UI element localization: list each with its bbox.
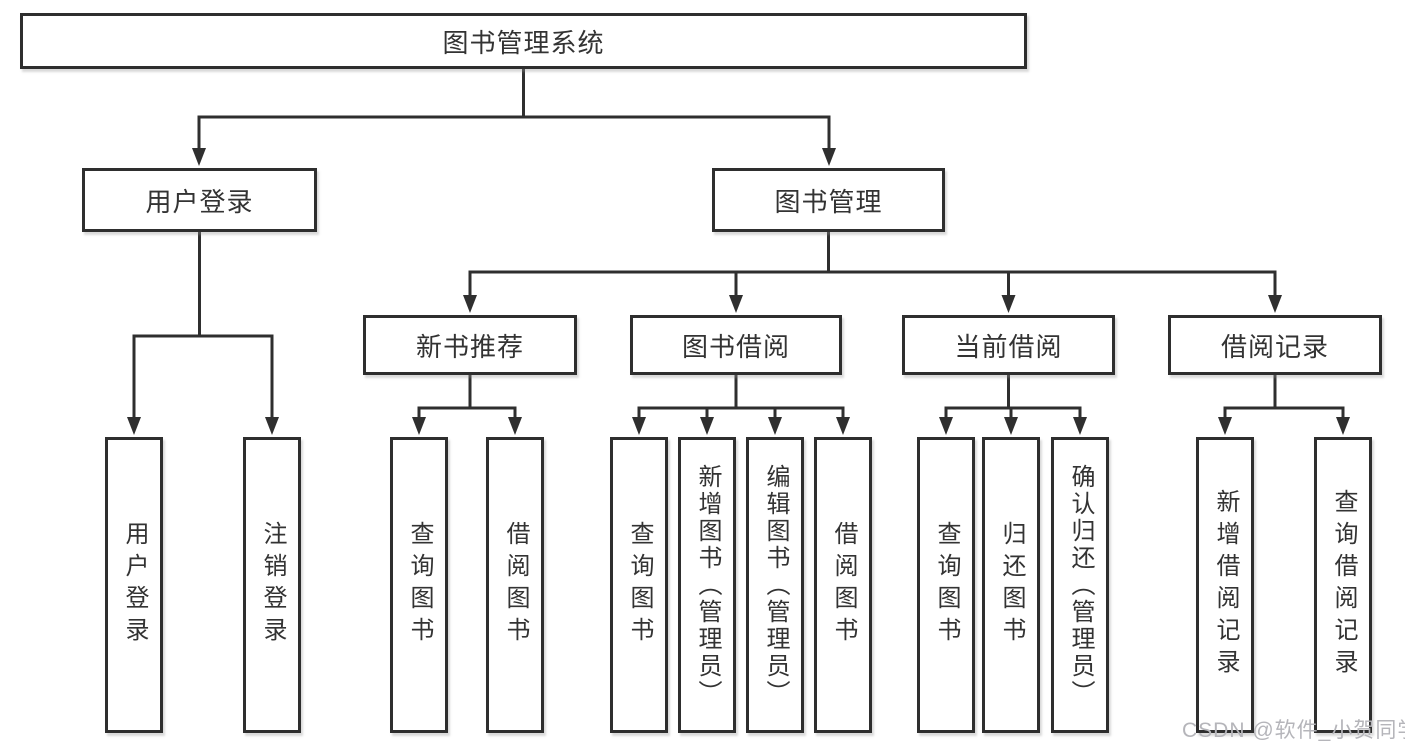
split-book-borrow — [632, 375, 850, 435]
node-root: 图书管理系统 — [20, 13, 1027, 69]
leaf-bb-edit-book-admin: 编辑图书（管理员） — [746, 437, 804, 733]
leaf-cb-confirm-return-admin: 确认归还（管理员） — [1051, 437, 1109, 733]
leaf-cb-return-books: 归还图书 — [982, 437, 1040, 733]
leaf-bb-query-books: 查询图书 — [610, 437, 668, 733]
split-book-management-branch — [463, 232, 1282, 313]
leaf-cb-query-books: 查询图书 — [917, 437, 975, 733]
split-new-book-recommend — [412, 375, 522, 435]
split-borrow-records — [1218, 375, 1350, 435]
leaf-bb-borrow-books: 借阅图书 — [814, 437, 872, 733]
split-current-borrow — [939, 375, 1087, 435]
leaf-user-login: 用户登录 — [105, 437, 163, 733]
leaf-bb-add-book-admin: 新增图书（管理员） — [678, 437, 736, 733]
watermark: CSDN @软件_小贺同学 — [1182, 719, 1405, 742]
node-book-management: 图书管理 — [712, 168, 945, 232]
split-root-to-level1 — [192, 69, 836, 166]
node-user-login: 用户登录 — [82, 168, 317, 232]
node-book-borrow: 图书借阅 — [630, 315, 842, 375]
leaf-nb-borrow-books: 借阅图书 — [486, 437, 544, 733]
split-user-login-branch — [127, 232, 279, 435]
node-borrow-records: 借阅记录 — [1168, 315, 1382, 375]
node-new-book-recommend: 新书推荐 — [363, 315, 577, 375]
leaf-nb-query-books: 查询图书 — [390, 437, 448, 733]
leaf-br-query-borrow-record: 查询借阅记录 — [1314, 437, 1372, 733]
node-current-borrow: 当前借阅 — [902, 315, 1115, 375]
leaf-logout: 注销登录 — [243, 437, 301, 733]
leaf-br-add-borrow-record: 新增借阅记录 — [1196, 437, 1254, 733]
